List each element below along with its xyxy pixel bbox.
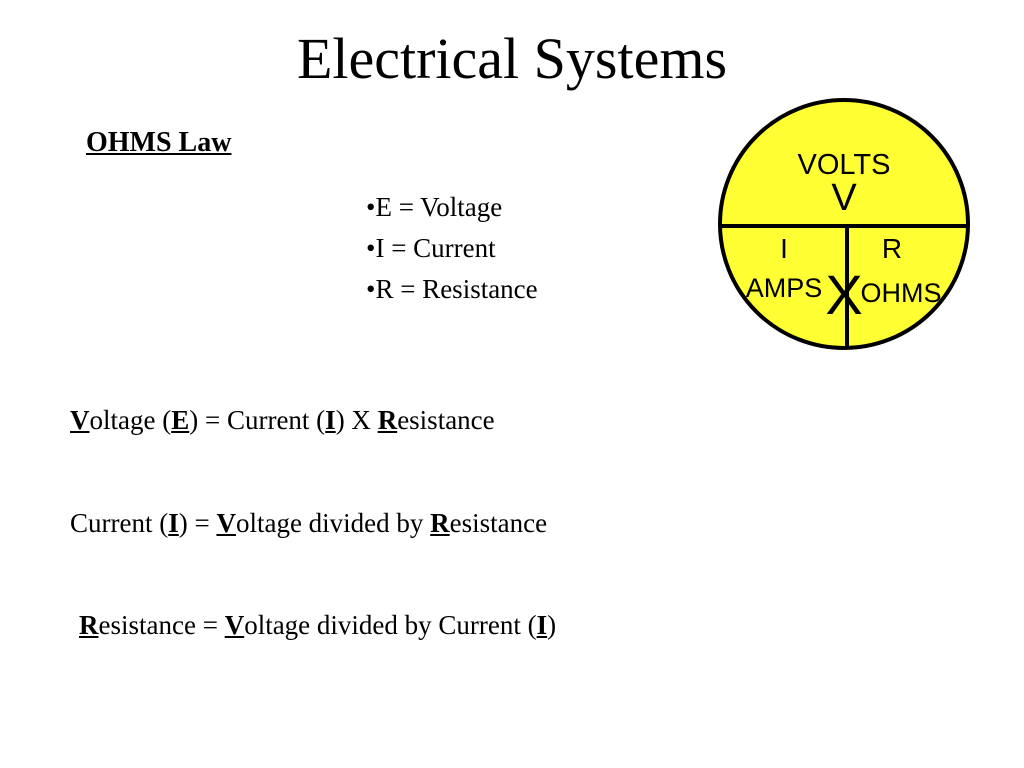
- definitions-list: •E = Voltage •I = Current •R = Resistanc…: [366, 187, 538, 310]
- equation-keyletter: I: [536, 610, 548, 640]
- slide-title: Electrical Systems: [296, 26, 728, 91]
- resistance-equation: Resistance = Voltage divided by Current …: [79, 607, 556, 643]
- amps-label: AMPS: [746, 273, 823, 303]
- equation-text: esistance: [449, 508, 548, 538]
- definition-voltage: •E = Voltage: [366, 192, 503, 222]
- equation-text: ) =: [178, 508, 217, 538]
- equation-keyletter: V: [224, 610, 245, 640]
- equation-text: esistance =: [98, 610, 225, 640]
- equation-keyletter: E: [171, 405, 190, 435]
- section-heading: OHMS Law: [86, 127, 232, 158]
- equation-text: ): [547, 610, 557, 640]
- current-equation: Current (I) = Voltage divided by Resista…: [70, 505, 547, 541]
- volts-symbol: V: [831, 177, 857, 219]
- equation-text: ) X: [335, 405, 378, 435]
- resistance-letter: R: [882, 233, 902, 264]
- equation-text: oltage divided by: [235, 508, 431, 538]
- voltage-equation: Voltage (E) = Current (I) X Resistance: [70, 402, 495, 438]
- multiply-symbol: X: [825, 263, 862, 326]
- ohms-law-circle-diagram: VOLTS V I AMPS R OHMS X: [718, 98, 970, 350]
- current-letter: I: [780, 233, 788, 264]
- ohms-label: OHMS: [861, 278, 942, 308]
- equation-text: ) = Current (: [189, 405, 326, 435]
- equation-text: oltage (: [89, 405, 172, 435]
- volts-label: VOLTS: [798, 149, 891, 181]
- equation-text: esistance: [397, 405, 495, 435]
- equation-keyletter: R: [377, 405, 398, 435]
- equation-keyletter: R: [79, 610, 99, 640]
- equation-keyletter: V: [216, 508, 236, 538]
- definition-current: •I = Current: [366, 233, 496, 263]
- equation-keyletter: R: [430, 508, 450, 538]
- equation-text: Current (: [70, 508, 169, 538]
- equation-text: oltage divided by Current (: [244, 610, 537, 640]
- definition-resistance: •R = Resistance: [366, 274, 538, 304]
- equation-keyletter: V: [70, 405, 90, 435]
- equation-keyletter: I: [325, 405, 336, 435]
- equation-keyletter: I: [168, 508, 179, 538]
